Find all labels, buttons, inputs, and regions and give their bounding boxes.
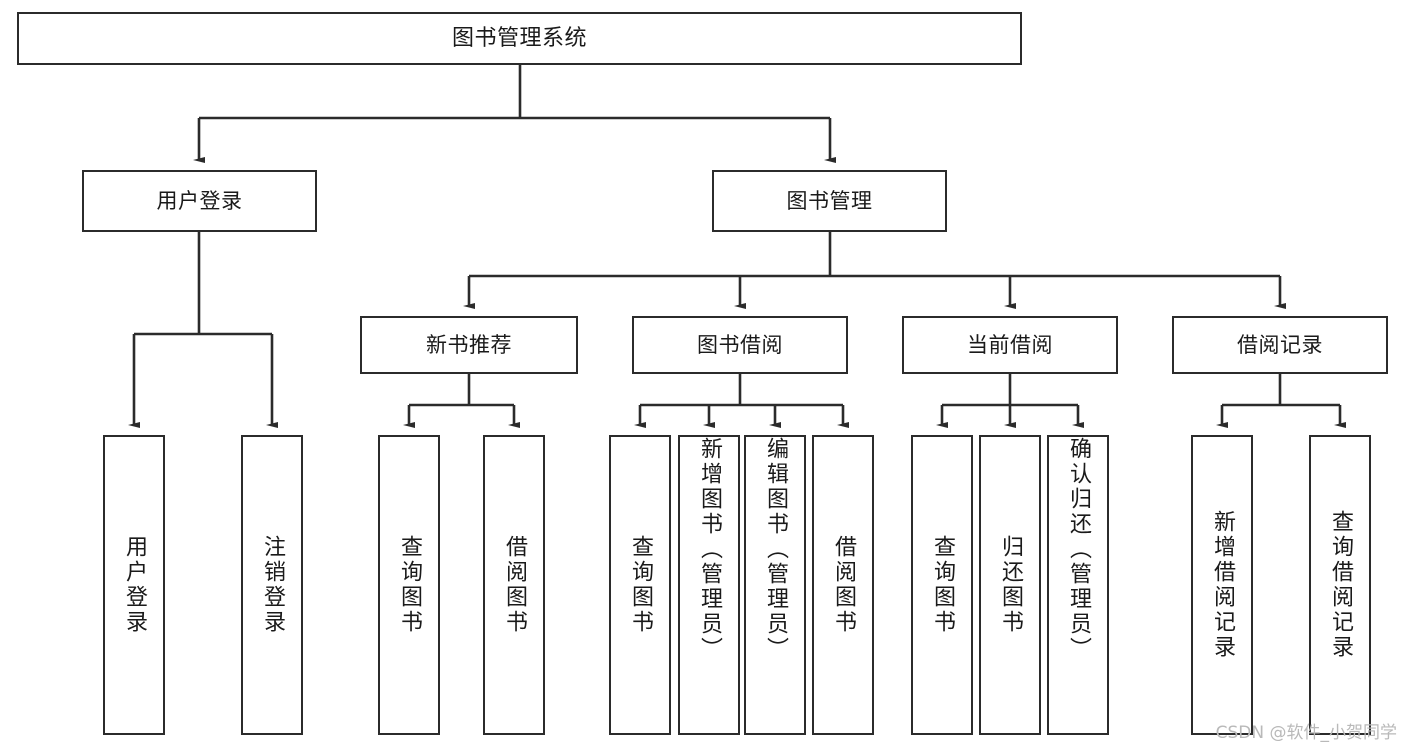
node-label: 图书借阅 — [697, 332, 783, 357]
node-label: 查询图书 — [930, 535, 955, 635]
node-label: 借阅记录 — [1237, 332, 1323, 357]
node-root-book-management-system[interactable]: 图书管理系统 — [17, 12, 1022, 65]
node-label: 查询借阅记录 — [1328, 510, 1353, 660]
node-label: 查询图书 — [397, 535, 422, 635]
leaf-borrow-record-query-record[interactable]: 查询借阅记录 — [1309, 435, 1371, 735]
leaf-book-borrow-query-book[interactable]: 查询图书 — [609, 435, 671, 735]
leaf-book-borrow-edit-book-admin[interactable]: 编辑图书（管理员） — [744, 435, 806, 735]
leaf-user-login-logout[interactable]: 注销登录 — [241, 435, 303, 735]
node-label: 图书管理系统 — [451, 25, 587, 51]
leaf-current-borrow-return-book[interactable]: 归还图书 — [979, 435, 1041, 735]
leaf-current-borrow-query-book[interactable]: 查询图书 — [911, 435, 973, 735]
leaf-book-borrow-borrow-book[interactable]: 借阅图书 — [812, 435, 874, 735]
node-current-borrowing[interactable]: 当前借阅 — [902, 316, 1118, 374]
node-label: 用户登录 — [156, 188, 243, 213]
leaf-new-book-query-book[interactable]: 查询图书 — [378, 435, 440, 735]
node-book-management[interactable]: 图书管理 — [712, 170, 947, 232]
node-label: 注销登录 — [260, 535, 285, 635]
node-label: 借阅图书 — [831, 535, 856, 635]
node-label: 当前借阅 — [967, 332, 1053, 357]
leaf-user-login-login[interactable]: 用户登录 — [103, 435, 165, 735]
node-label: 确认归还（管理员） — [1066, 437, 1091, 662]
node-label: 编辑图书（管理员） — [763, 437, 788, 662]
node-book-borrowing[interactable]: 图书借阅 — [632, 316, 848, 374]
node-new-book-recommendation[interactable]: 新书推荐 — [360, 316, 578, 374]
node-label: 新增图书（管理员） — [697, 437, 722, 662]
node-label: 查询图书 — [628, 535, 653, 635]
node-user-login[interactable]: 用户登录 — [82, 170, 317, 232]
node-label: 借阅图书 — [502, 535, 527, 635]
node-borrowing-record[interactable]: 借阅记录 — [1172, 316, 1388, 374]
leaf-new-book-borrow-book[interactable]: 借阅图书 — [483, 435, 545, 735]
leaf-borrow-record-add-record[interactable]: 新增借阅记录 — [1191, 435, 1253, 735]
node-label: 新书推荐 — [426, 332, 512, 357]
node-label: 图书管理 — [786, 188, 873, 213]
node-label: 归还图书 — [998, 535, 1023, 635]
leaf-book-borrow-add-book-admin[interactable]: 新增图书（管理员） — [678, 435, 740, 735]
node-label: 用户登录 — [122, 535, 147, 635]
csdn-watermark: CSDN @软件_小贺同学 — [1215, 723, 1397, 743]
leaf-current-borrow-confirm-return-admin[interactable]: 确认归还（管理员） — [1047, 435, 1109, 735]
node-label: 新增借阅记录 — [1210, 510, 1235, 660]
